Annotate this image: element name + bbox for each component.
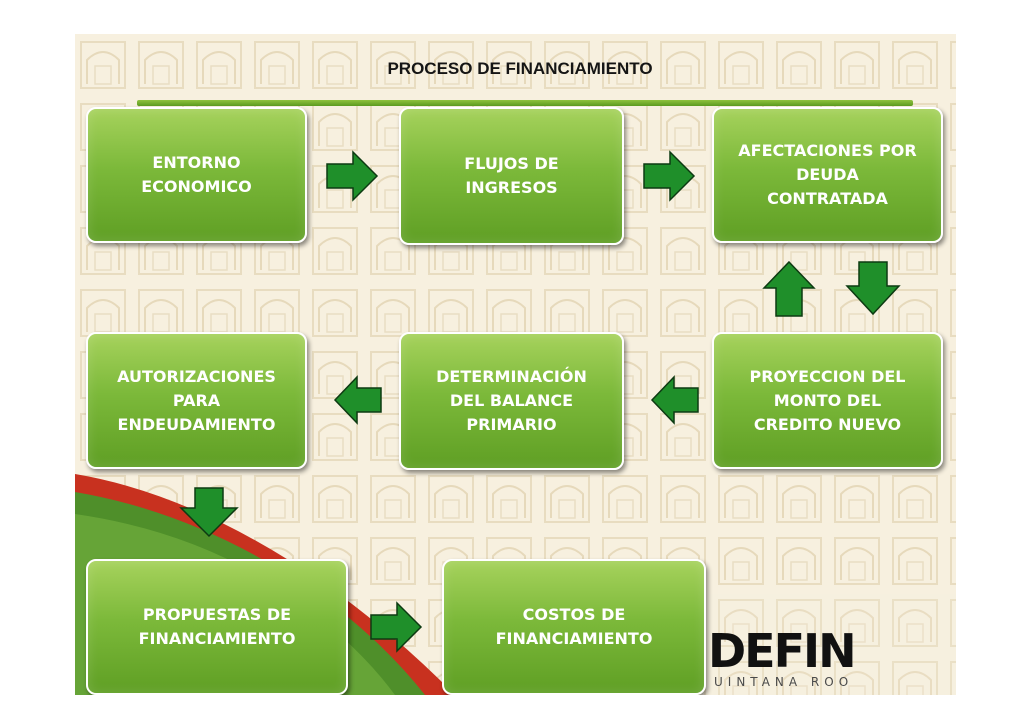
arrow-left-icon xyxy=(333,375,382,425)
slide: PROCESO DE FINANCIAMIENTO ENTORNO ECONOM… xyxy=(75,34,956,695)
box-flujos-de-ingresos: FLUJOS DE INGRESOS xyxy=(399,107,624,245)
box-entorno-economico: ENTORNO ECONOMICO xyxy=(86,107,307,243)
box-afectaciones-por-deuda: AFECTACIONES POR DEUDA CONTRATADA xyxy=(712,107,943,243)
box-propuestas-financiamiento: PROPUESTAS DE FINANCIAMIENTO xyxy=(86,559,348,695)
box-costos-financiamiento: COSTOS DE FINANCIAMIENTO xyxy=(442,559,706,695)
arrow-right-icon xyxy=(370,601,423,653)
box-determinacion-balance: DETERMINACIÓN DEL BALANCE PRIMARIO xyxy=(399,332,624,470)
defin-logo: DEFIN UINTANA ROO xyxy=(708,626,956,695)
arrow-down-icon xyxy=(845,261,901,316)
arrow-right-icon xyxy=(326,150,379,202)
page-title: PROCESO DE FINANCIAMIENTO xyxy=(387,59,653,78)
arrow-down-icon xyxy=(179,487,239,538)
logo-subtitle: UINTANA ROO xyxy=(714,675,854,689)
logo-wordmark: DEFIN xyxy=(708,624,857,678)
arrow-right-icon xyxy=(643,150,696,202)
box-autorizaciones: AUTORIZACIONES PARA ENDEUDAMIENTO xyxy=(86,332,307,469)
arrow-left-icon xyxy=(650,375,699,425)
box-proyeccion-monto: PROYECCION DEL MONTO DEL CREDITO NUEVO xyxy=(712,332,943,469)
title-underline xyxy=(137,100,913,106)
arrow-up-icon xyxy=(762,260,816,317)
